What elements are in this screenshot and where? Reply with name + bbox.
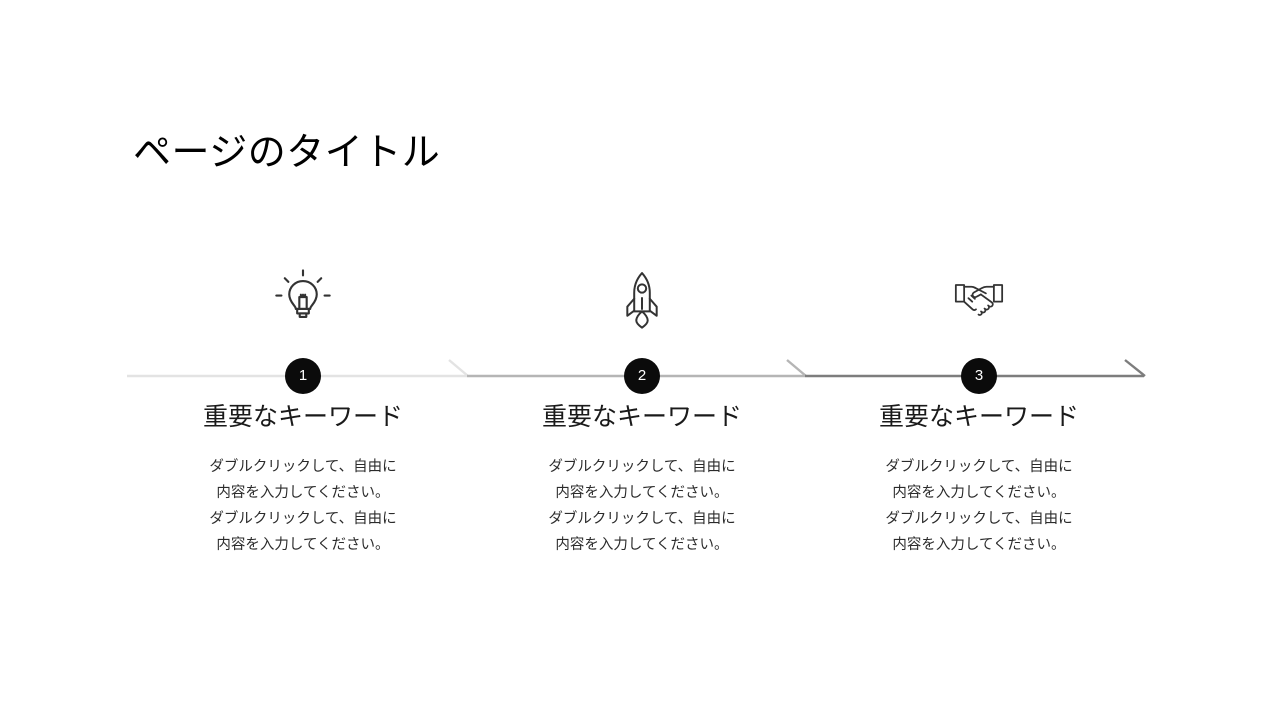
lightbulb-icon [153, 250, 453, 346]
timeline-marker-1[interactable]: 1 [285, 358, 321, 394]
handshake-icon [829, 250, 1129, 346]
step-heading-2[interactable]: 重要なキーワード [541, 403, 742, 431]
timeline-step-1: 重要なキーワード ダブルクリックして、自由に 内容を入力してください。 ダブルク… [153, 250, 453, 558]
rocket-icon [492, 250, 792, 346]
step-body-2[interactable]: ダブルクリックして、自由に 内容を入力してください。 ダブルクリックして、自由に… [548, 459, 736, 553]
page-title[interactable]: ページのタイトル [133, 132, 441, 174]
step-body-3[interactable]: ダブルクリックして、自由に 内容を入力してください。 ダブルクリックして、自由に… [885, 459, 1073, 553]
step-heading-3[interactable]: 重要なキーワード [878, 403, 1079, 431]
timeline-marker-2[interactable]: 2 [624, 358, 660, 394]
timeline-marker-3[interactable]: 3 [961, 358, 997, 394]
timeline-step-3: 重要なキーワード ダブルクリックして、自由に 内容を入力してください。 ダブルク… [829, 250, 1129, 558]
step-body-1[interactable]: ダブルクリックして、自由に 内容を入力してください。 ダブルクリックして、自由に… [209, 459, 397, 553]
timeline-step-2: 重要なキーワード ダブルクリックして、自由に 内容を入力してください。 ダブルク… [492, 250, 792, 558]
step-heading-1[interactable]: 重要なキーワード [202, 403, 403, 431]
